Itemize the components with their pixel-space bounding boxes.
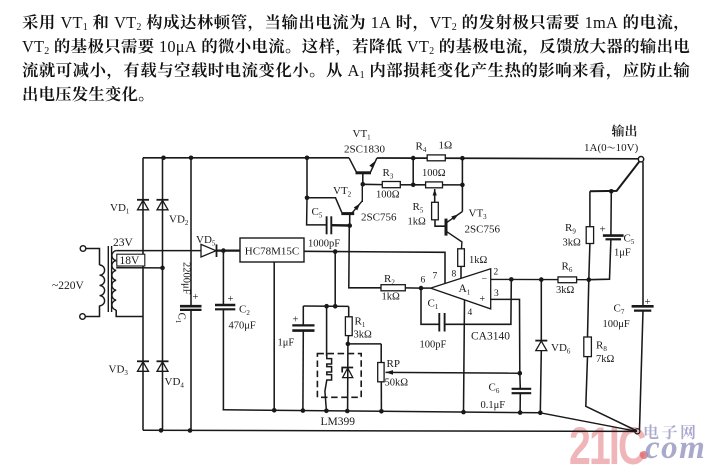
svg-text:1μF: 1μF	[614, 248, 631, 259]
svg-text:~220V: ~220V	[52, 280, 84, 292]
svg-text:50kΩ: 50kΩ	[385, 378, 409, 389]
svg-text:A1: A1	[459, 283, 471, 297]
svg-text:R1: R1	[355, 316, 366, 330]
svg-text:HC78M15C: HC78M15C	[245, 246, 299, 258]
svg-text:VD1: VD1	[110, 202, 130, 216]
svg-text:C1: C1	[174, 313, 188, 324]
svg-text:+: +	[193, 292, 199, 303]
svg-text:VD4: VD4	[165, 376, 185, 390]
svg-text:2: 2	[494, 268, 499, 278]
svg-text:1kΩ: 1kΩ	[382, 292, 401, 303]
svg-text:RP: RP	[387, 358, 400, 370]
svg-text:7kΩ: 7kΩ	[596, 354, 615, 365]
svg-text:C6: C6	[489, 382, 500, 396]
svg-text:VD6: VD6	[551, 342, 571, 356]
svg-text:R9: R9	[565, 222, 576, 236]
svg-text:R3: R3	[383, 167, 394, 181]
svg-text:7: 7	[433, 272, 438, 282]
svg-text:100μF: 100μF	[603, 319, 630, 330]
svg-text:+: +	[293, 315, 299, 326]
svg-text:1Ω: 1Ω	[439, 140, 453, 152]
svg-text:0.1μF: 0.1μF	[481, 400, 506, 411]
svg-text:C1: C1	[428, 298, 439, 312]
svg-text:2SC756: 2SC756	[465, 224, 501, 236]
svg-text:1μF: 1μF	[278, 338, 295, 349]
svg-text:2SC1830: 2SC1830	[344, 144, 385, 156]
svg-text:R5: R5	[413, 201, 424, 215]
svg-text:+: +	[228, 294, 234, 305]
svg-text:2200μF: 2200μF	[181, 262, 192, 295]
svg-text:3: 3	[494, 289, 499, 299]
svg-text:1kΩ: 1kΩ	[469, 255, 488, 266]
svg-text:100pF: 100pF	[420, 340, 447, 351]
svg-text:VD3: VD3	[109, 364, 129, 378]
svg-text:+: +	[645, 296, 651, 308]
svg-text:VT1: VT1	[353, 128, 372, 142]
svg-text:R6: R6	[562, 261, 573, 275]
svg-text:3kΩ: 3kΩ	[556, 285, 575, 296]
svg-text:C2: C2	[239, 304, 250, 318]
svg-text:3kΩ: 3kΩ	[563, 238, 582, 249]
svg-text:输出: 输出	[612, 121, 638, 140]
svg-text:VT3: VT3	[469, 208, 488, 222]
svg-text:C5: C5	[312, 206, 323, 220]
svg-text:C5: C5	[624, 233, 635, 247]
svg-text:4: 4	[468, 308, 473, 318]
svg-text:−: −	[482, 274, 488, 285]
svg-text:R2: R2	[384, 273, 395, 287]
svg-text:+: +	[600, 224, 606, 236]
svg-text:100Ω: 100Ω	[422, 168, 446, 179]
svg-text:1kΩ: 1kΩ	[408, 217, 427, 228]
svg-text:R4: R4	[416, 141, 427, 155]
svg-text:R8: R8	[596, 340, 607, 354]
svg-text:VD2: VD2	[169, 214, 189, 228]
svg-text:3kΩ: 3kΩ	[354, 330, 373, 341]
svg-text:VD5: VD5	[196, 234, 216, 248]
svg-text:LM399: LM399	[321, 416, 356, 428]
svg-text:470μF: 470μF	[229, 321, 256, 332]
svg-text:6: 6	[421, 276, 426, 286]
svg-text:8: 8	[452, 270, 457, 280]
svg-text:18V: 18V	[120, 255, 141, 267]
svg-text:CA3140: CA3140	[471, 331, 510, 343]
svg-text:VT2: VT2	[333, 185, 352, 199]
svg-text:1A(0～10V): 1A(0～10V)	[584, 141, 639, 154]
svg-text:1000pF: 1000pF	[308, 239, 340, 250]
svg-text:100Ω: 100Ω	[376, 190, 400, 201]
svg-text:+: +	[480, 294, 486, 305]
svg-text:2SC756: 2SC756	[361, 212, 397, 224]
svg-text:23V: 23V	[113, 237, 134, 249]
svg-text:C7: C7	[614, 303, 625, 317]
